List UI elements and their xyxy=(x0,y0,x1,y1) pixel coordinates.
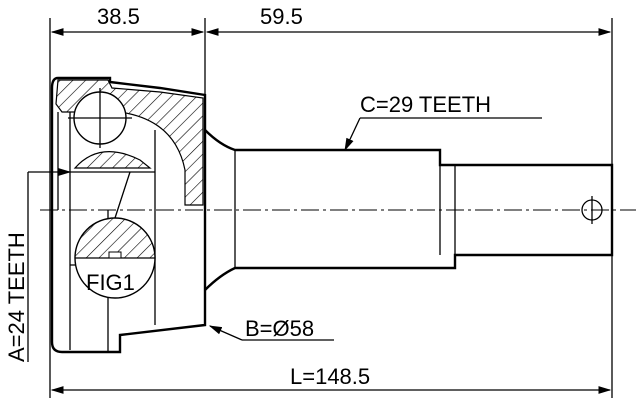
outer-teeth-label: C=29 TEETH xyxy=(360,92,491,117)
outer-length-label: 38.5 xyxy=(97,4,140,29)
shaft-length-label: 59.5 xyxy=(260,4,303,29)
fig1-label: FIG1 xyxy=(86,270,135,295)
outer-teeth-annotation: C=29 TEETH xyxy=(344,92,542,152)
diameter-label: B=Ø58 xyxy=(245,316,314,341)
diameter-annotation: B=Ø58 xyxy=(208,316,334,341)
extension-lines xyxy=(49,18,613,398)
outer-race xyxy=(50,76,207,354)
dimension-outer-length: 38.5 xyxy=(50,4,205,36)
inner-teeth-label: A=24 TEETH xyxy=(4,232,29,362)
fig1-detail: FIG1 xyxy=(74,171,156,299)
total-length-label: L=148.5 xyxy=(290,364,370,389)
dimension-total-length: L=148.5 xyxy=(50,364,612,394)
inner-teeth-annotation: A=24 TEETH xyxy=(4,168,72,362)
dimension-shaft-length: 59.5 xyxy=(205,4,612,36)
